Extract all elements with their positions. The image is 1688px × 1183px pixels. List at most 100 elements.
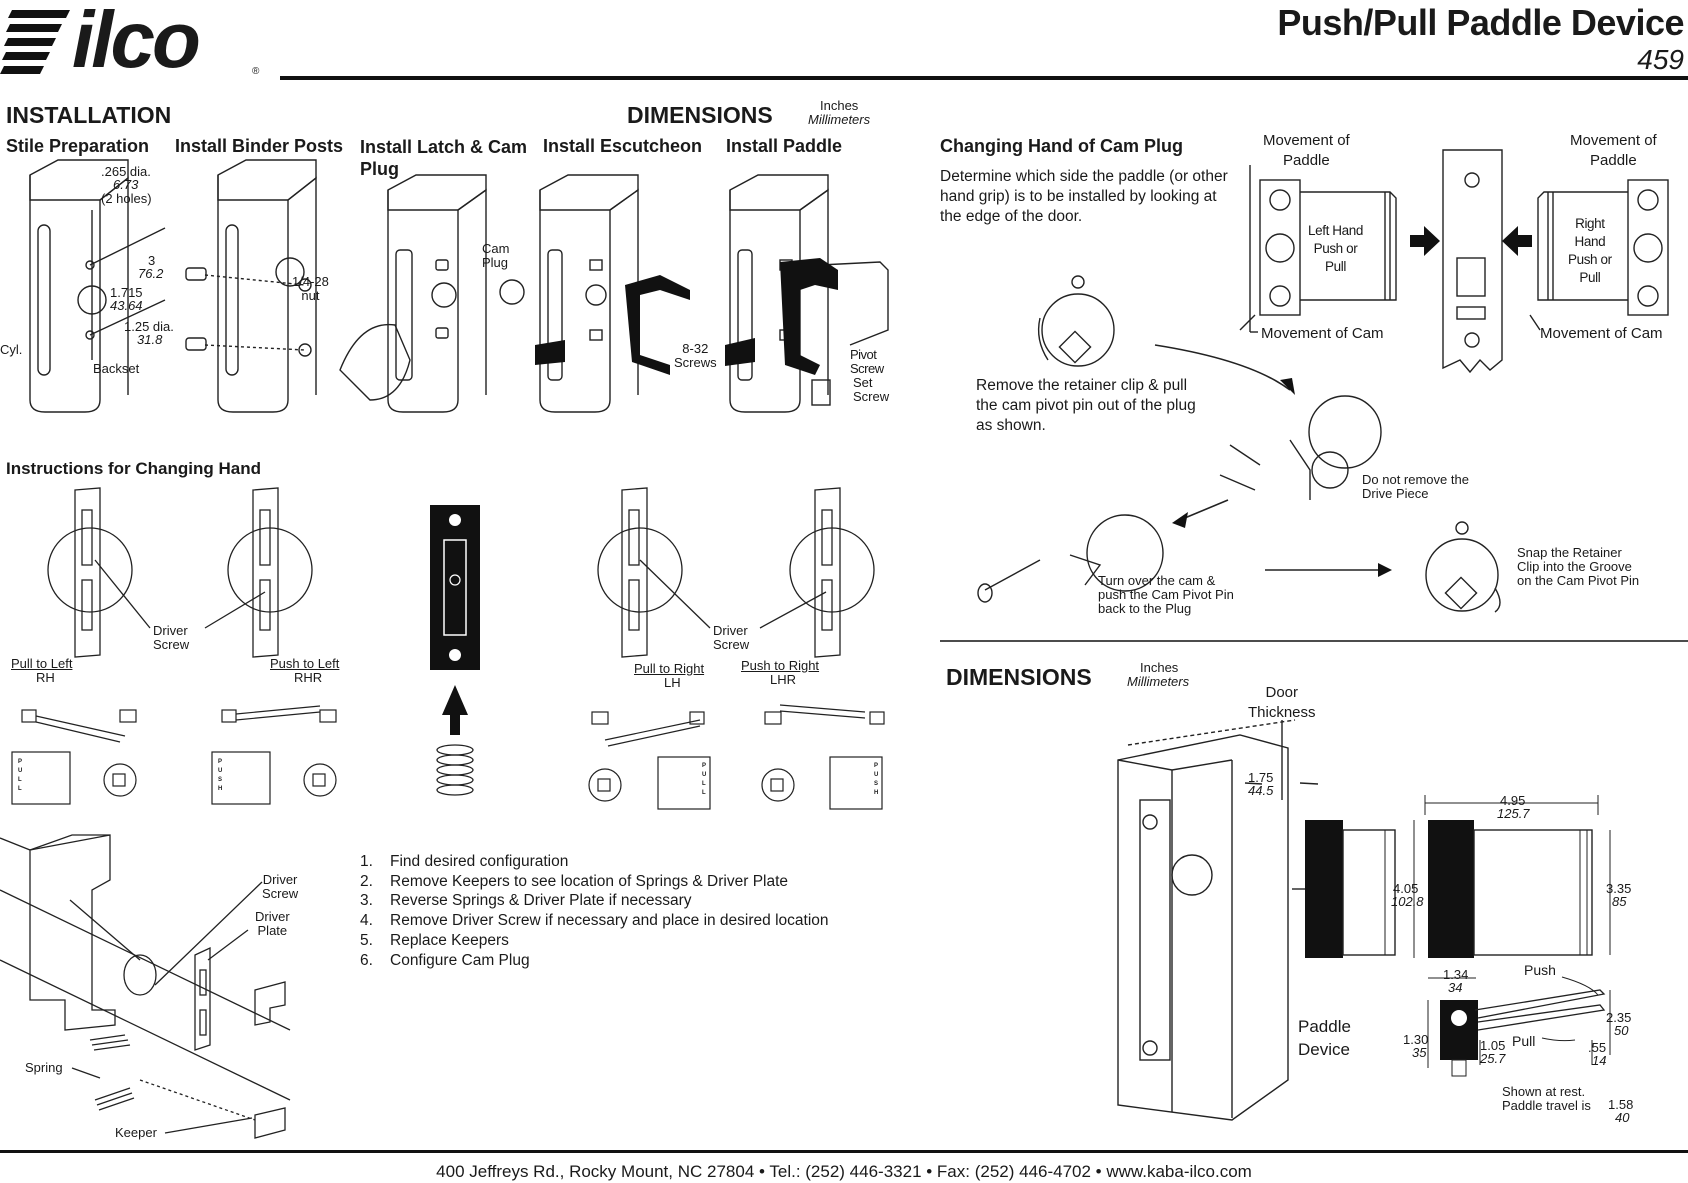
travel-mm: 40 (1615, 1110, 1630, 1125)
d130-mm: 35 (1412, 1045, 1427, 1060)
d235-mm: 50 (1614, 1023, 1629, 1038)
units-inches-top: Inches (820, 98, 859, 113)
push-label: Push (1524, 962, 1556, 978)
dia-125-inches: 1.25 dia. (124, 319, 174, 334)
ilco-logo: ilco (72, 0, 201, 84)
step-install-binder-posts: Install Binder Posts (175, 136, 344, 156)
changing-hand-heading: Instructions for Changing Hand (6, 459, 261, 478)
travel-in: 1.58 (1608, 1097, 1634, 1112)
changing-hand-steps: 1.Find desired configuration 2.Remove Ke… (360, 852, 829, 970)
driver-plate-black (430, 505, 480, 796)
ilco-logo-stripes (0, 10, 70, 74)
escutcheon-drawing (539, 174, 639, 413)
step-2: 2.Remove Keepers to see location of Spri… (360, 872, 789, 890)
config-rh: RH (36, 670, 55, 685)
dim-3-inches: 3 (148, 253, 156, 268)
d495-mm: 125.7 (1497, 806, 1530, 821)
escutcheon-black-bracket (535, 275, 690, 375)
exploded-driver-plate-label: Driver Plate (255, 909, 290, 938)
page-title: Push/Pull Paddle Device (1277, 2, 1684, 43)
hole-count: (2 holes) (101, 191, 152, 206)
units-mm-top: Millimeters (808, 112, 871, 127)
config-lhr: LHR (770, 672, 797, 687)
cyl-label: Cyl. (0, 342, 23, 357)
config-push-to-left: Push to Left (270, 656, 340, 671)
dimensions-heading-bottom: DIMENSIONS (946, 664, 1092, 690)
hole-dia-inches: .265 dia. (101, 164, 151, 179)
paddle-device-label: Paddle Device (1298, 1017, 1351, 1059)
footer-address: 400 Jeffreys Rd., Rocky Mount, NC 27804 … (436, 1162, 1252, 1181)
paddle-black-housing (725, 258, 838, 375)
dimensions-heading-top: DIMENSIONS (627, 102, 773, 128)
header-rule (280, 76, 1688, 80)
step-install-latch-cam-plug: Install Latch & Cam Plug (360, 137, 528, 179)
exploded-spring-label: Spring (25, 1060, 63, 1075)
d495-in: 4.95 (1500, 793, 1526, 808)
exploded-driver-screw-label: Driver Screw (262, 872, 299, 901)
door-thickness-label: Door Thickness (1248, 684, 1316, 721)
cam-plug-label: Cam Plug (482, 241, 510, 270)
d175-mm: 44.5 (1248, 783, 1274, 798)
dia-125-mm: 31.8 (137, 332, 163, 347)
d105-mm: 25.7 (1480, 1051, 1506, 1066)
units-inches-bottom: Inches (1140, 660, 1179, 675)
step-6: 6.Configure Cam Plug (360, 951, 530, 969)
step-1: 1.Find desired configuration (360, 853, 569, 870)
dimensions-door-drawing (1117, 719, 1319, 1121)
screws-label: 8-32 Screws (674, 341, 717, 370)
step-5: 5.Replace Keepers (360, 931, 509, 949)
driver-screw-label-left: Driver Screw (153, 623, 190, 652)
push-letters-rhr: P U S H (218, 759, 223, 792)
dim-3-mm: 76.2 (138, 266, 164, 281)
d235-in: 2.35 (1606, 1010, 1632, 1025)
set-screw-label: Set Screw (853, 375, 890, 404)
exploded-view-drawing (0, 834, 291, 1139)
d055-mm: 14 (1592, 1053, 1607, 1068)
pull-letters-lh: P U L L (702, 763, 707, 796)
d134-mm: 34 (1448, 980, 1463, 995)
cam-direction-arrows (1410, 226, 1532, 256)
backset-label: Backset (93, 361, 140, 376)
d134-in: 1.34 (1443, 967, 1469, 982)
d055-in: .55 (1588, 1040, 1607, 1055)
exploded-keeper-label: Keeper (115, 1125, 157, 1140)
push-letters-lhr: P U S H (874, 763, 879, 796)
step-3: 3.Reverse Springs & Driver Plate if nece… (360, 892, 692, 910)
cam-plug-intro: Determine which side the paddle (or othe… (940, 168, 1228, 225)
movement-of-paddle-left: Movement of Paddle (1263, 132, 1350, 169)
cam-plug-steps-drawing (977, 275, 1541, 613)
step-install-escutcheon: Install Escutcheon (543, 136, 703, 156)
lever-thumbnails (11, 704, 885, 810)
pull-letters-rh: P U L L (18, 759, 23, 792)
d335-mm: 85 (1612, 894, 1627, 909)
movement-of-cam-right: Movement of Cam (1540, 325, 1663, 342)
d130-in: 1.30 (1403, 1032, 1429, 1047)
right-hand-push-pull: Right Hand Push or Pull (1568, 216, 1612, 285)
dim-1715-inches: 1.715 (110, 285, 143, 300)
d175-in: 1.75 (1248, 770, 1274, 785)
registered-mark: ® (252, 66, 260, 77)
driver-screw-label-right: Driver Screw (713, 623, 750, 652)
movement-of-cam-left: Movement of Cam (1261, 325, 1384, 342)
d105-in: 1.05 (1480, 1038, 1506, 1053)
snap-retainer-step: Snap the Retainer Clip into the Groove o… (1517, 545, 1640, 588)
nut-label: 1/4-28 nut (292, 274, 329, 303)
installation-heading: INSTALLATION (6, 102, 172, 128)
d405-mm: 102.8 (1391, 894, 1424, 909)
left-hand-push-pull: Left Hand Push or Pull (1308, 223, 1363, 274)
step-stile-preparation: Stile Preparation (6, 136, 150, 156)
step-install-paddle: Install Paddle (726, 136, 843, 156)
remove-retainer-step: Remove the retainer clip & pull the cam … (976, 377, 1196, 434)
turn-over-step: Turn over the cam & push the Cam Pivot P… (1098, 573, 1234, 616)
cam-step-arrowheads (1172, 378, 1392, 577)
cam-plug-heading: Changing Hand of Cam Plug (940, 136, 1183, 156)
rest-note: Shown at rest. Paddle travel is (1502, 1084, 1591, 1113)
config-lh: LH (664, 675, 681, 690)
drive-piece-note: Do not remove the Drive Piece (1362, 472, 1469, 501)
d405-in: 4.05 (1393, 881, 1419, 896)
page-number: 459 (1637, 44, 1684, 75)
movement-of-paddle-right: Movement of Paddle (1570, 132, 1657, 169)
footer-rule (0, 1150, 1688, 1153)
config-push-to-right: Push to Right (741, 658, 820, 673)
